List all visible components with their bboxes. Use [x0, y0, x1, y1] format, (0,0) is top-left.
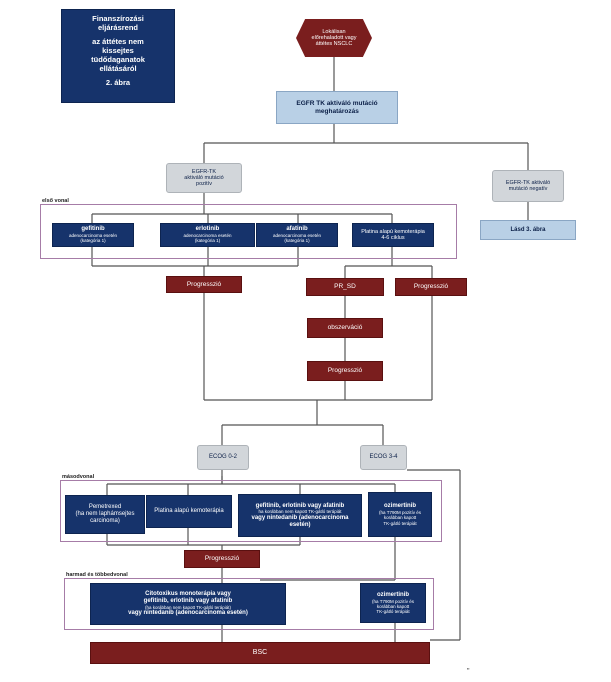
gefitinib-node: gefitinib adenocarcinoma esetén (kategór… [52, 223, 134, 247]
erlotinib-sub: adenocarcinoma esetén (kategória 1) [183, 233, 232, 244]
cytotoxic-third-line-label: Citotoxikus monoterápia vagy gefitinib, … [143, 591, 233, 604]
afatinib-sub: adenocarcinoma esetén (kategória 1) [272, 233, 322, 244]
title-line-2: az áttétes nem kissejtes tüdődaganatok e… [91, 37, 145, 73]
afatinib-label: afatinib [286, 226, 308, 233]
first-line-label: első vonal [42, 198, 69, 204]
pr-sd-node: PR_SD [306, 278, 384, 296]
ecog-0-2-node: ECOG 0-2 [197, 445, 249, 470]
osimertinib-second-line-label: ozimertinib [383, 503, 416, 510]
egfr-determination-label: EGFR TK aktiváló mutáció meghatározás [296, 100, 378, 115]
platinum-first-line-node: Platina alapú kemoterápia 4-6 ciklus [352, 223, 434, 247]
osimertinib-third-line-sub: (ha T790M pozitív és korábban kapott TK-… [372, 598, 414, 615]
title-line-3: 2. ábra [105, 78, 131, 87]
gefitinib-label: gefitinib [81, 226, 105, 233]
pemetrexed-node: Pemetrexed (ha nem laphámsejtes carcinom… [65, 495, 145, 534]
progression-node-2: Progresszió [395, 278, 467, 296]
see-figure-3-node: Lásd 3. ábra [480, 220, 576, 240]
cytotoxic-third-line-node: Citotoxikus monoterápia vagy gefitinib, … [90, 583, 286, 625]
tki-second-line-tail: vagy nintedanib (adenocarcinoma esetén) [251, 514, 349, 528]
figure-title-box: Finanszírozási eljárásrend az áttétes ne… [61, 9, 175, 103]
pemetrexed-label: Pemetrexed (ha nem laphámsejtes carcinom… [75, 504, 135, 524]
cytotoxic-third-line-tail: vagy nintedanib (adenocarcinoma esetén) [128, 610, 248, 617]
egfr-negative-node: EGFR-TK aktiváló mutáció negatív [492, 170, 564, 202]
afatinib-node: afatinib adenocarcinoma esetén (kategóri… [256, 223, 338, 247]
bsc-node: BSC [90, 642, 430, 664]
osimertinib-second-line-node: ozimertinib (ha T790M pozitív és korábba… [368, 492, 432, 537]
bsc-label: BSC [252, 648, 268, 656]
erlotinib-label: erlotinib [195, 226, 220, 233]
egfr-determination-node: EGFR TK aktiváló mutáció meghatározás [276, 91, 398, 124]
platinum-second-line-node: Platina alapú kemoterápia [146, 495, 232, 528]
tki-second-line-node: gefitinib, erlotinib vagy afatinib ha ko… [238, 494, 362, 537]
first-line-section [40, 204, 457, 259]
second-line-label: másodvonal [62, 474, 95, 480]
ecog-3-4-label: ECOG 3-4 [369, 454, 398, 461]
pr-sd-label: PR_SD [334, 283, 356, 291]
third-line-section [64, 578, 434, 630]
corner-mark: " [467, 668, 470, 675]
progression-node-3: Progresszió [307, 361, 383, 381]
ecog-3-4-node: ECOG 3-4 [360, 445, 407, 470]
third-line-label: harmad és többedvonal [66, 572, 128, 578]
osimertinib-second-line-sub: (ha T790M pozitív és korábban kapott TK-… [379, 510, 421, 526]
observation-node: obszerváció [307, 318, 383, 338]
osimertinib-third-line-node: ozimertinib (ha T790M pozitív és korábba… [360, 583, 426, 623]
progression-2-label: Progresszió [413, 283, 449, 291]
egfr-positive-label: EGFR-TK aktiváló mutáció pozitív [184, 168, 224, 188]
progression-1-label: Progresszió [186, 280, 222, 288]
osimertinib-third-line-label: ozimertinib [376, 591, 409, 598]
observation-label: obszerváció [327, 324, 363, 332]
see-figure-3-label: Lásd 3. ábra [510, 226, 546, 233]
tki-second-line-sub: ha korábban nem kapott TK-gátló terápiát [258, 509, 342, 515]
platinum-first-line-label: Platina alapú kemoterápia 4-6 ciklus [361, 228, 425, 241]
egfr-positive-node: EGFR-TK aktiváló mutáció pozitív [166, 163, 242, 193]
start-node-nsclc: Lokálisan előrehaladott vagy áttétes NSC… [296, 19, 372, 57]
progression-4-label: Progresszió [204, 555, 240, 563]
title-line-1: Finanszírozási eljárásrend [92, 14, 144, 32]
tki-second-line-label: gefitinib, erlotinib vagy afatinib [255, 502, 345, 509]
cytotoxic-third-line-sub: (ha korábban nem kapott TK-gátló terápiá… [145, 604, 231, 610]
erlotinib-node: erlotinib adenocarcinoma esetén (kategór… [160, 223, 255, 247]
progression-node-1: Progresszió [166, 276, 242, 293]
progression-3-label: Progresszió [327, 367, 363, 375]
progression-node-4: Progresszió [184, 550, 260, 568]
start-node-label: Lokálisan előrehaladott vagy áttétes NSC… [311, 28, 357, 48]
platinum-second-line-label: Platina alapú kemoterápia [154, 508, 224, 515]
ecog-0-2-label: ECOG 0-2 [208, 454, 237, 461]
gefitinib-sub: adenocarcinoma esetén (kategória 1) [68, 233, 118, 244]
second-line-section [60, 480, 442, 542]
egfr-negative-label: EGFR-TK aktiváló mutáció negatív [505, 179, 551, 192]
